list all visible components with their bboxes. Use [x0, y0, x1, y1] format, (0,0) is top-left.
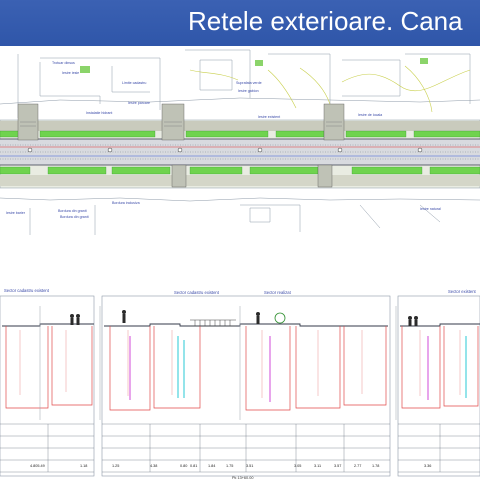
- plan-label: Bordura din granit: [58, 209, 87, 213]
- table-value: 3.05: [294, 464, 301, 468]
- plan-label: Iesire barier: [6, 211, 26, 215]
- profile-label: Sector cadastru existent: [4, 288, 50, 293]
- profile-label: Pk 13+60.00: [232, 476, 253, 480]
- table-value: 4.38: [150, 464, 157, 468]
- plan-label: Iesire existent: [258, 115, 280, 119]
- table-value: 0.81: [190, 464, 197, 468]
- plan-label: Trotuar dinsus: [52, 61, 75, 65]
- profile-label: Sector existent: [448, 289, 477, 294]
- table-value: 1.18: [80, 464, 87, 468]
- table-value: 1.84: [208, 464, 215, 468]
- table-value: 3.51: [246, 464, 253, 468]
- table-value: 1.75: [226, 464, 233, 468]
- plan-label: Instalatie hidrant: [86, 111, 112, 115]
- plan-label: Iesire natural: [420, 207, 441, 211]
- plan-label: Iesire de locala: [358, 113, 382, 117]
- table-value: 1.78: [372, 464, 379, 468]
- plan-label: Iesire gabion: [238, 89, 259, 93]
- plan-label: Iesire parcare: [128, 101, 150, 105]
- table-value: 3.11: [314, 464, 321, 468]
- plan-label: Suprafata verde: [236, 81, 262, 85]
- plan-label: Bordura inclusiva: [112, 201, 140, 205]
- table-value: 3.57: [334, 464, 341, 468]
- table-value: 1.25: [112, 464, 119, 468]
- table-value: 2.77: [354, 464, 361, 468]
- title-bar: Retele exterioare. Cana: [0, 0, 480, 46]
- plan-label: Limite cadastru: [122, 81, 146, 85]
- table-value: 0.80: [180, 464, 187, 468]
- plan-view: Trotuar dinsus Iesire iesie Limite cadas…: [0, 49, 480, 235]
- profile-label: Sector cadastru existent: [174, 290, 220, 295]
- slide-title: Retele exterioare. Cana: [188, 6, 463, 36]
- table-value: 3.36: [424, 464, 431, 468]
- profile-panels: Sector cadastru existent Sector cadastru…: [0, 288, 480, 480]
- plan-label: Bordura din granit: [60, 215, 89, 219]
- table-value: 4.805.49: [30, 464, 45, 468]
- profile-label: Sector realizat: [264, 290, 292, 295]
- plan-label: Iesire iesie: [62, 71, 79, 75]
